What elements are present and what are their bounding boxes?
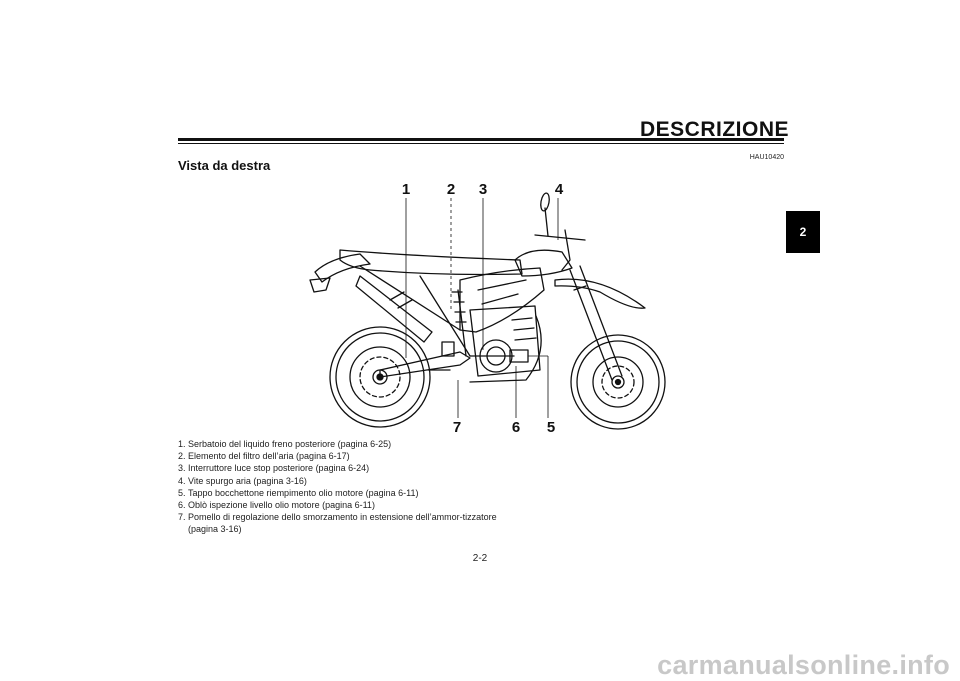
legend-number: 6. — [178, 500, 186, 511]
legend-text: Pomello di regolazione dello smorzamento… — [188, 512, 497, 535]
legend-text: Tappo bocchettone riempimento olio motor… — [188, 487, 419, 498]
legend-item: 4.Vite spurgo aria (pagina 3-16) — [178, 475, 498, 487]
legend-item: 5.Tappo bocchettone riempimento olio mot… — [178, 487, 498, 499]
header-rule-thin — [178, 143, 784, 144]
callout-4: 4 — [555, 181, 564, 198]
callout-5: 5 — [547, 419, 555, 436]
legend-text: Vite spurgo aria (pagina 3-16) — [188, 475, 307, 486]
legend-item: 7.Pomello di regolazione dello smorzamen… — [178, 511, 498, 535]
legend-text: Serbatoio del liquido freno posteriore (… — [188, 439, 392, 449]
legend-number: 7. — [178, 512, 186, 523]
chapter-tab[interactable]: 2 — [786, 211, 820, 253]
legend-text: Oblò ispezione livello olio motore (pagi… — [188, 500, 375, 511]
site-watermark: carmanualsonline.info — [657, 650, 950, 680]
rear-wheel — [329, 326, 431, 428]
callout-6: 6 — [512, 419, 520, 436]
parts-legend: 1.Serbatoio del liquido freno posteriore… — [178, 438, 498, 536]
document-code: HAU10420 — [749, 154, 784, 161]
legend-item: 2.Elemento del filtro dell’aria (pagina … — [178, 450, 498, 462]
header-rule — [178, 138, 784, 141]
legend-number: 4. — [178, 475, 186, 486]
legend-number: 1. — [178, 439, 186, 449]
callout-2: 2 — [447, 181, 455, 198]
legend-text: Interruttore luce stop posteriore (pagin… — [188, 463, 370, 474]
legend-number: 2. — [178, 451, 186, 462]
legend-item: 3.Interruttore luce stop posteriore (pag… — [178, 462, 498, 474]
legend-number: 5. — [178, 487, 186, 498]
callout-3: 3 — [479, 181, 487, 198]
section-title: DESCRIZIONE — [640, 118, 790, 141]
legend-text: Elemento del filtro dell’aria (pagina 6-… — [188, 451, 350, 462]
front-wheel — [570, 334, 666, 430]
page-number: 2-2 — [472, 553, 488, 564]
callout-1: 1 — [402, 181, 410, 198]
legend-item: 6.Oblò ispezione livello olio motore (pa… — [178, 499, 498, 511]
legend-item: 1.Serbatoio del liquido freno posteriore… — [178, 438, 498, 450]
motorcycle-illustration: 1 2 3 4 5 6 7 — [309, 181, 666, 436]
callout-7: 7 — [453, 419, 461, 436]
page-heading: Vista da destra — [178, 158, 271, 173]
legend-number: 3. — [178, 463, 186, 474]
